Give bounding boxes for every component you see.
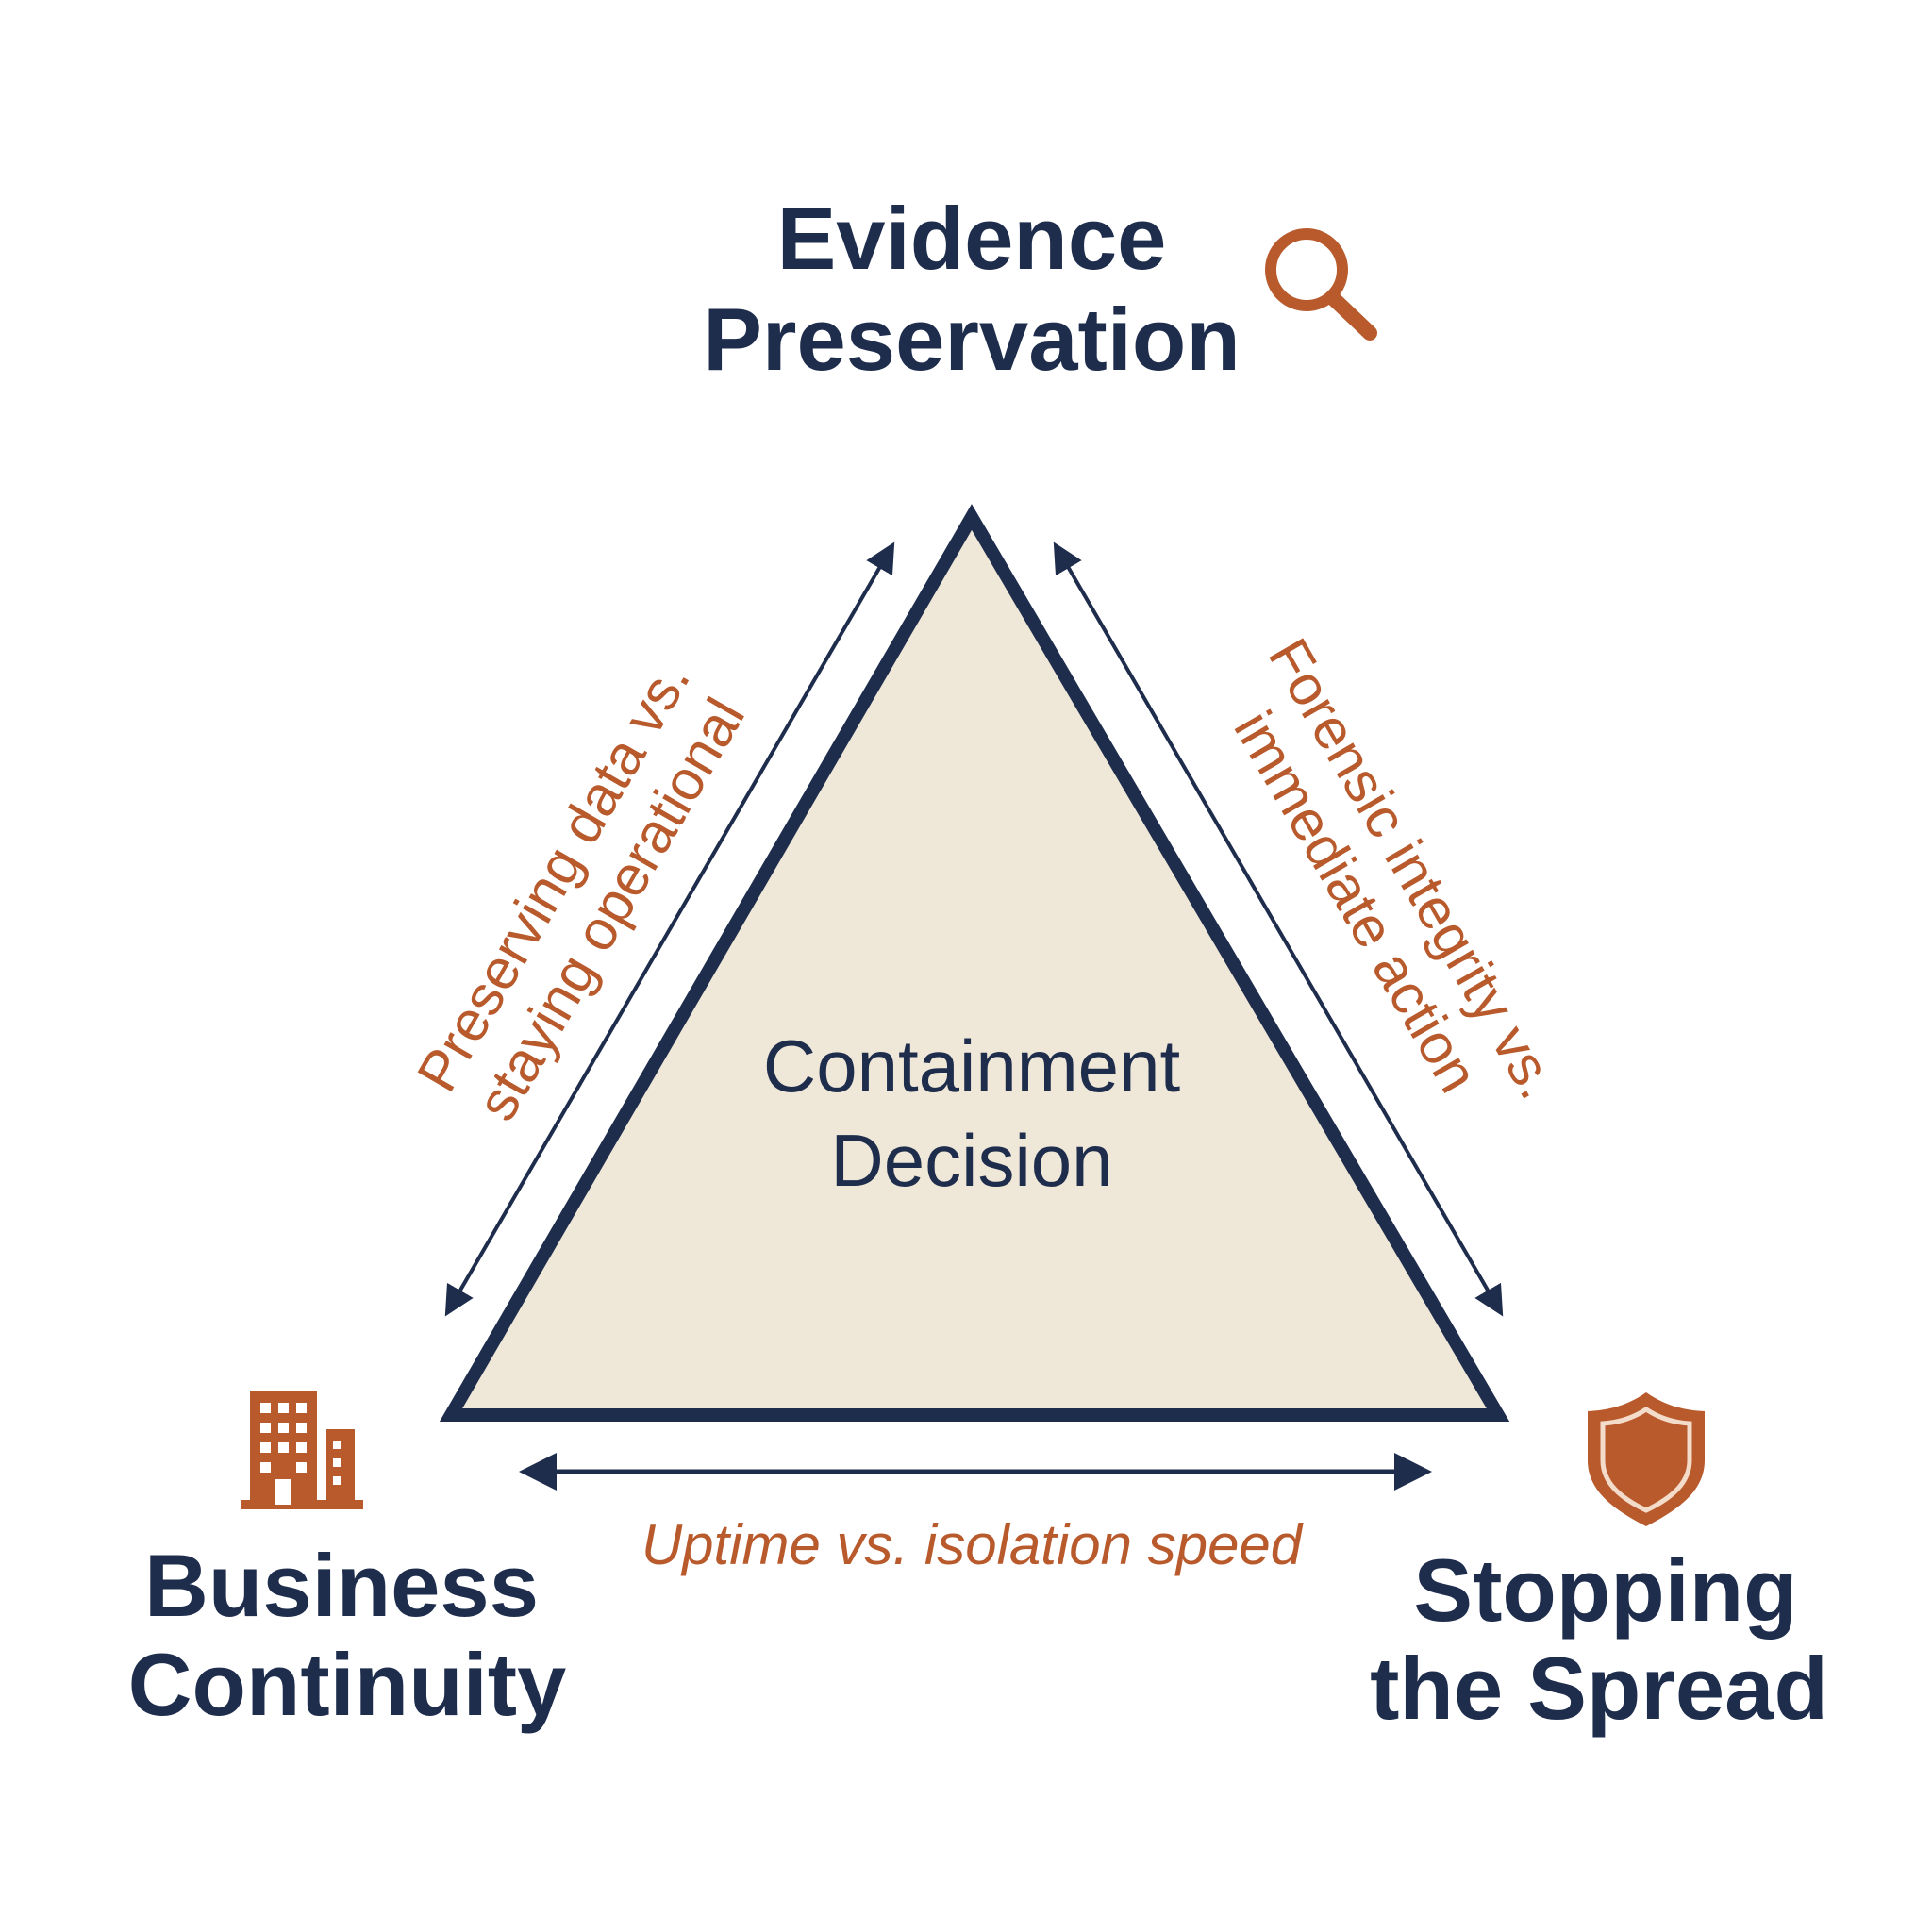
left-edge-arrow: [444, 541, 895, 1317]
vertex-top-line-1: Evidence: [777, 189, 1167, 288]
magnifying-glass-icon: [1265, 228, 1377, 341]
center-label-line-1: Containment: [763, 1024, 1181, 1108]
vertex-bottom-left: Business Continuity: [128, 1391, 567, 1734]
vertex-bottom-left-line-2: Continuity: [128, 1635, 567, 1734]
vertex-bottom-right: Stopping the Spread: [1370, 1392, 1828, 1738]
vertex-bottom-right-line-2: the Spread: [1370, 1639, 1828, 1738]
vertex-top-line-2: Preservation: [703, 290, 1241, 389]
right-edge-arrow: [1053, 541, 1504, 1317]
vertex-top: Evidence Preservation: [703, 189, 1377, 389]
vertex-bottom-left-line-1: Business: [144, 1536, 539, 1635]
bottom-edge-label: Uptime vs. isolation speed: [641, 1513, 1304, 1576]
office-building-icon: [241, 1391, 363, 1509]
vertex-bottom-right-line-1: Stopping: [1413, 1541, 1797, 1640]
center-label-line-2: Decision: [830, 1119, 1112, 1202]
shield-icon: [1588, 1392, 1705, 1526]
